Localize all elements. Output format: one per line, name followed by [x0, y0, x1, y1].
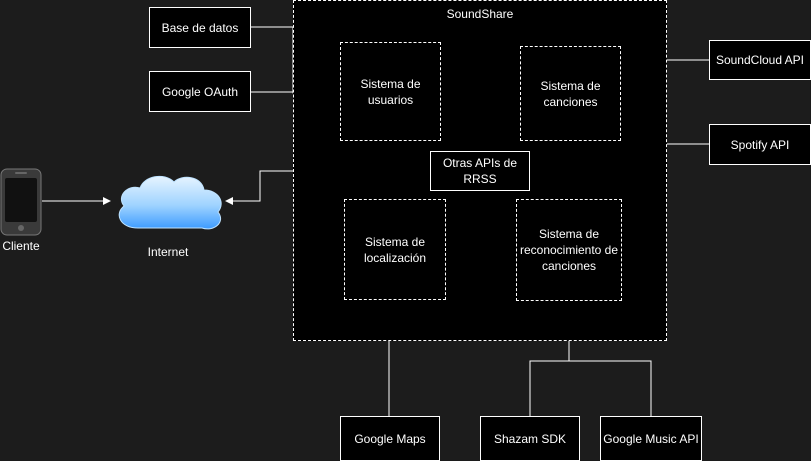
google-oauth-box[interactable]: Google OAuth	[149, 71, 251, 112]
soundshare-to-internet-connector	[225, 170, 293, 205]
soundcloud-api-box[interactable]: SoundCloud API	[709, 40, 811, 80]
rrss-apis-box[interactable]: Otras APIs de RRSS	[430, 151, 530, 191]
spotify-api-label: Spotify API	[730, 137, 790, 152]
google-oauth-label: Google OAuth	[161, 84, 239, 99]
location-system-box[interactable]: Sistema de localización	[344, 199, 446, 300]
soundshare-title: SoundShare	[446, 7, 514, 21]
google-music-api-label: Google Music API	[603, 431, 699, 446]
songs-system-label: Sistema de canciones	[540, 78, 601, 109]
users-system-box[interactable]: Sistema de usuarios	[340, 42, 441, 141]
googlemusic-to-recognition-connector	[569, 360, 652, 416]
spotify-to-songs-connector	[665, 95, 709, 145]
soundcloud-api-label: SoundCloud API	[715, 53, 805, 67]
users-system-label: Sistema de usuarios	[360, 76, 421, 107]
shazam-sdk-box[interactable]: Shazam SDK	[480, 416, 580, 461]
google-maps-label: Google Maps	[354, 431, 426, 446]
rrss-apis-label: Otras APIs de RRSS	[442, 156, 518, 186]
location-system-label: Sistema de localización	[363, 234, 427, 265]
internet-cloud-icon	[118, 175, 222, 230]
database-label: Base de datos	[161, 20, 239, 35]
google-maps-box[interactable]: Google Maps	[340, 416, 440, 461]
database-box[interactable]: Base de datos	[149, 7, 251, 48]
client-label: Cliente	[2, 239, 40, 253]
recognition-system-box[interactable]: Sistema de reconocimiento de canciones	[516, 199, 622, 301]
shazam-sdk-label: Shazam SDK	[493, 431, 567, 446]
spotify-api-box[interactable]: Spotify API	[709, 124, 811, 165]
internet-label: Internet	[147, 245, 189, 259]
songs-system-box[interactable]: Sistema de canciones	[520, 46, 621, 141]
mobile-phone-icon	[0, 168, 42, 236]
recognition-system-label: Sistema de reconocimiento de canciones	[519, 227, 619, 273]
google-music-api-box[interactable]: Google Music API	[600, 416, 702, 461]
